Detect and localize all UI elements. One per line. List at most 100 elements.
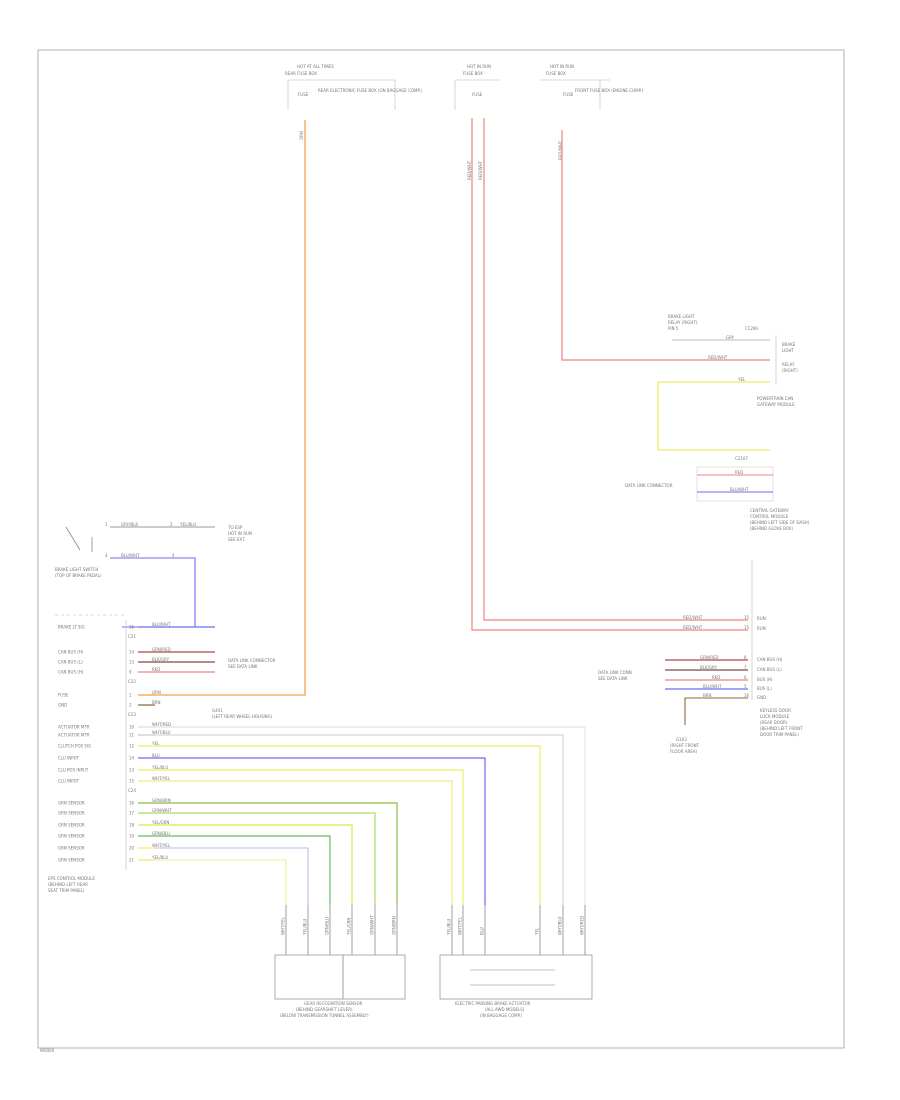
- switch-label-1: BRAKE LIGHT SWITCH: [55, 567, 98, 572]
- motor-box: [439, 954, 593, 1000]
- eps-pin-wire-label: BLK/GRY: [152, 657, 170, 662]
- eps-conn-3: C23: [128, 712, 136, 717]
- wire-red-run-2: [483, 118, 748, 621]
- data-link-ref: DATA LINK CONNECTOR: [625, 483, 673, 488]
- brake-light-switch: GRY/BLK YEL/BLU 1 2 TO ESP HOT IN RUN SE…: [55, 522, 252, 628]
- fuse-c-label: FUSE: [563, 92, 574, 97]
- gw-wire-d-label: BLK/GRY: [700, 665, 718, 670]
- wire-orange-fuse: [150, 120, 306, 696]
- switch-label-2: (TOP OF BRAKE PEDAL): [55, 573, 102, 578]
- eps-pin-number: 16: [129, 625, 135, 630]
- wire-run-grn2: [155, 812, 376, 905]
- gw-can-ref-2: SEE DATA LINK: [598, 676, 628, 681]
- data-link-box: [696, 466, 774, 502]
- gw-module-3: (REAR DOOR): [760, 720, 788, 725]
- eps-pin-name: GRN SENSOR: [58, 834, 85, 839]
- gw-wire-g-label: BRN: [703, 693, 712, 698]
- relay-ref-2: RELAY (RIGHT): [668, 320, 698, 325]
- diagram-frame: [37, 49, 845, 1049]
- switch-ref-1: TO ESP: [227, 525, 243, 530]
- relay-name-1: BRAKE: [782, 342, 796, 347]
- gw-lab-e: BUS (H): [757, 677, 773, 682]
- motor-sub-1: (ALL AWD MODELS): [485, 1007, 525, 1012]
- motor-stubs-label: YEL/BLU: [447, 919, 452, 936]
- eps-pin-number: 19: [129, 834, 135, 839]
- switch-ref-3: SEE EXT.: [228, 537, 245, 542]
- eps-pin-wire-label: YEL: [151, 741, 160, 746]
- relay-connector: C1290: [745, 326, 758, 331]
- relay-ref-1: BRAKE LIGHT: [668, 314, 695, 319]
- eps-pin-number: 16: [129, 801, 135, 806]
- switch-wire-1: GRY/BLK: [121, 522, 138, 527]
- wire-red-relay: [561, 130, 770, 361]
- motor-stubs-label: WHT/YEL: [458, 916, 463, 935]
- eps-pin-number: 14: [129, 650, 135, 655]
- motor-stubs-label: WHT/RED: [580, 916, 585, 935]
- fuse-c-box-name: FRONT FUSE BOX (ENGINE COMP.): [575, 88, 644, 93]
- wire-blu-wht-switch: [110, 557, 196, 628]
- eps-pin-number: 10: [129, 725, 135, 730]
- eps-pin-name: CLU INPUT: [58, 779, 80, 784]
- sensor-stubs-label: GRN/BRN: [392, 916, 397, 935]
- gateway-label-2: CONTROL MODULE: [750, 514, 789, 519]
- sensor-stubs-label: WHT/YEL: [281, 916, 286, 935]
- eps-title: EPS CONTROL MODULE: [48, 876, 95, 881]
- gateway-label-4: (BEHIND GLOVE BOX): [750, 526, 793, 531]
- eps-pin-wire-label: YEL/GRN: [151, 820, 169, 825]
- eps-pin-number: 12: [129, 744, 135, 749]
- eps-pin-wire-label: RED: [152, 667, 160, 672]
- gateway-label-3: (BEHIND LEFT SIDE OF DASH): [750, 520, 810, 525]
- gw-lab-g: GND: [757, 695, 766, 700]
- fuse-a-wire-label: ORN: [299, 131, 304, 140]
- eps-can-ref-2: SEE DATA LINK: [228, 664, 258, 669]
- sensor-block: GEAR RECOGNITION SENSOR (BEHIND GEARSHIF…: [274, 905, 406, 1018]
- sensor-box-1: [274, 954, 344, 1000]
- gw-lab-a: RUN: [757, 616, 766, 621]
- eps-pin-name: BRAKE LT SIG: [58, 625, 85, 630]
- eps-pin-wire-label: WHT/RED: [152, 722, 171, 727]
- data-link-wire-1: RED: [735, 470, 743, 475]
- eps-pin-wire-label: WHT/BLU: [152, 730, 171, 735]
- wire-red-run-1: [471, 118, 748, 631]
- gw-lab-f: BUS (L): [757, 686, 772, 691]
- eps-pin-name: GRN SENSOR: [58, 811, 85, 816]
- eps-pin-number: 13: [129, 660, 135, 665]
- eps-conn-1: C21: [128, 634, 136, 639]
- switch-ref-2: HOT IN RUN: [228, 531, 252, 536]
- gw-lab-d: CAN BUS (L): [757, 667, 782, 672]
- switch-pin-1: 1: [105, 522, 108, 527]
- switch-pin-4: 4: [172, 553, 175, 558]
- eps-pin-wire-label: WHT/YEL: [152, 776, 171, 781]
- wire-run-yelblu: [155, 769, 464, 905]
- fuse-a-header-1: HOT AT ALL TIMES: [297, 64, 334, 69]
- motor-sub-2: (IN BAGGAGE COMP.): [480, 1013, 523, 1018]
- relay-name-2: LIGHT: [782, 348, 795, 353]
- eps-pin-name: CLU INPUT: [58, 756, 80, 761]
- eps-pin-wire-label: BRN: [152, 700, 161, 705]
- eps-pin-name: ACTUATOR MTR: [58, 725, 90, 730]
- eps-pin-wire-label: ORN: [152, 690, 161, 695]
- motor-title: ELECTRIC PARKING BRAKE ACTUATOR: [455, 1001, 531, 1006]
- relay-name-3: RELAY: [782, 362, 795, 367]
- motor-stubs-label: WHT/BLU: [558, 916, 563, 935]
- motor-block: ELECTRIC PARKING BRAKE ACTUATOR (ALL AWD…: [439, 905, 593, 1018]
- eps-pin-name: CAN BUS (L): [58, 660, 83, 665]
- eps-conn-4: C24: [128, 788, 136, 793]
- wire-run-yelgrn: [155, 824, 353, 905]
- gw-gnd-2: (RIGHT FRONT: [670, 743, 700, 748]
- wire-run-grn1: [155, 802, 398, 905]
- switch-pin-3: 2: [170, 522, 173, 527]
- eps-gnd-ref: G401: [212, 708, 223, 713]
- eps-gnd-ref-2: (LEFT REAR WHEEL HOUSING): [212, 714, 273, 719]
- eps-pin-name: CAN BUS (H): [58, 650, 84, 655]
- eps-pin-wire-label: YEL/BLU: [151, 855, 168, 860]
- eps-sub-1: (BEHIND LEFT REAR: [48, 882, 88, 887]
- eps-pin-wire-label: GRN/RED: [152, 647, 171, 652]
- sensor-title: GEAR RECOGNITION SENSOR: [304, 1001, 363, 1006]
- gw-pin-d: 7: [744, 665, 747, 670]
- motor-stubs-label: YEL: [535, 927, 540, 936]
- gw-pin-c: 8: [744, 655, 747, 660]
- eps-pin-name: CAN BUS (H): [58, 670, 84, 675]
